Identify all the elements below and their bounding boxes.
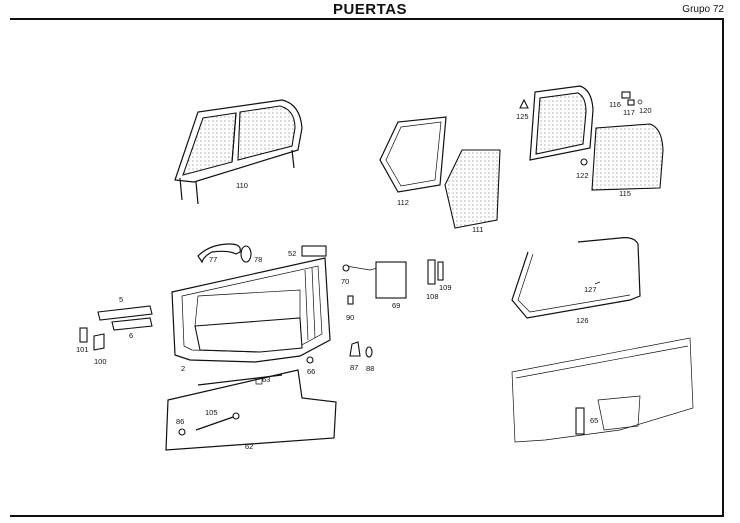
group-label: Grupo 72 (682, 4, 724, 15)
part-label-116: 116 (609, 100, 621, 109)
part-label-125: 125 (516, 112, 529, 121)
part-label-69: 69 (392, 301, 400, 310)
part-label-127: 127 (584, 285, 597, 294)
door-handle-77: 77 78 (197, 243, 262, 264)
rear-window-frame: 125 (516, 85, 594, 161)
part-label-5: 5 (119, 295, 123, 304)
part-label-110: 110 (236, 181, 248, 190)
part-label-111: 111 (472, 225, 483, 234)
window-clips: 116 117 120 (609, 91, 652, 117)
hinge-plates: 5 6 (97, 295, 153, 340)
part-label-52: 52 (288, 249, 296, 258)
part-label-100: 100 (94, 357, 107, 366)
part-label-120: 120 (639, 106, 652, 115)
part-label-62: 62 (245, 442, 253, 451)
part-label-77: 77 (209, 255, 217, 264)
door-lock-69: 70 69 90 (341, 261, 407, 322)
hinges: 101 100 (76, 327, 107, 366)
part-label-112: 112 (397, 198, 409, 207)
part-label-6: 6 (129, 331, 133, 340)
part-label-122: 122 (576, 171, 589, 180)
weatherstrip-62: 62 (165, 369, 337, 451)
rear-glass-115: 122 115 (576, 123, 664, 198)
door-outer-skin-65: 65 (511, 337, 694, 443)
part-label-63: 63 (262, 375, 270, 384)
part-label-101: 101 (76, 345, 89, 354)
header-rule (10, 18, 724, 20)
page-title: PUERTAS (332, 1, 408, 18)
quarter-glass-111: 111 (444, 149, 501, 234)
part-label-115: 115 (619, 189, 631, 198)
rear-window-channel-126: 127 126 (511, 237, 641, 325)
part-label-66: 66 (307, 367, 315, 376)
part-label-126: 126 (576, 316, 589, 325)
latch-plate-52: 52 (288, 245, 327, 258)
part-label-117: 117 (623, 108, 635, 117)
part-label-78: 78 (254, 255, 262, 264)
sliding-window-frame-110: 110 (174, 99, 303, 205)
part-label-87: 87 (350, 363, 358, 372)
window-regulator-105: 86 105 (176, 408, 240, 436)
part-label-70: 70 (341, 277, 349, 286)
right-border (722, 18, 724, 517)
part-label-90: 90 (346, 313, 354, 322)
part-label-65: 65 (590, 416, 598, 425)
part-label-109: 109 (439, 283, 452, 292)
part-label-86: 86 (176, 417, 184, 426)
lock-rods: 108 109 (426, 259, 452, 301)
door-panel-2: 2 (171, 257, 331, 373)
part-label-105: 105 (205, 408, 218, 417)
striker-parts: 87 88 (349, 341, 374, 373)
part-label-2: 2 (181, 364, 185, 373)
part-label-108: 108 (426, 292, 439, 301)
part-label-88: 88 (366, 364, 374, 373)
quarter-glass-seal-112: 112 (379, 116, 447, 207)
bottom-border (10, 515, 724, 517)
